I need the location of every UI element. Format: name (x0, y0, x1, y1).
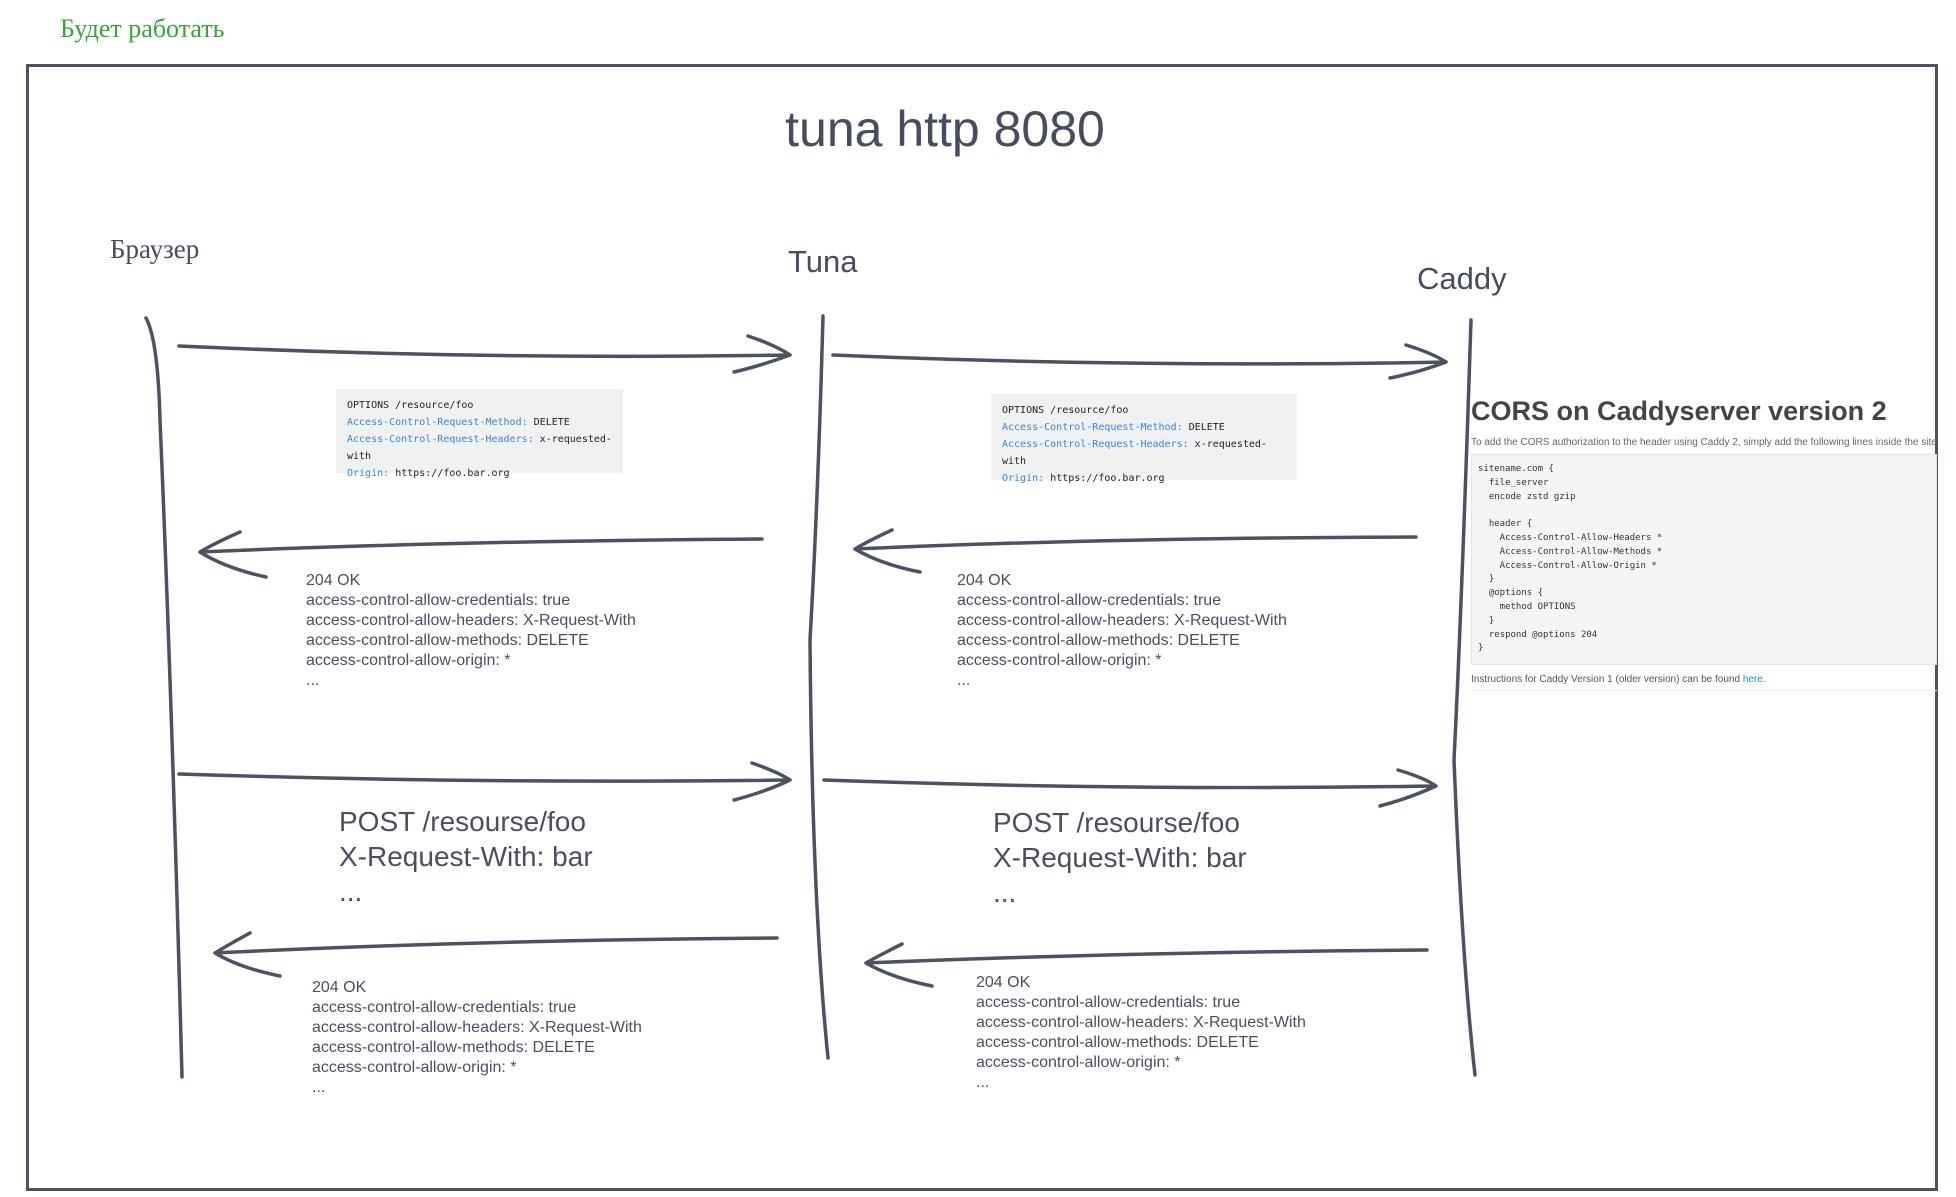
arrow-tuna-to-browser-response (213, 931, 779, 978)
cors-heading: CORS on Caddyserver version 2 (1471, 396, 1887, 426)
arrow-tuna-to-caddy-options (831, 343, 1448, 380)
cors-footer: Instructions for Caddy Version 1 (older … (1471, 674, 1937, 692)
response-text-1: 204 OK access-control-allow-credentials:… (306, 572, 636, 689)
header-value: DELETE (1188, 422, 1225, 433)
note-label: Будет работать (60, 14, 225, 43)
arrow-caddy-to-tuna-response (864, 942, 1429, 988)
options-request-box-2: OPTIONS /resource/foo Access-Control-Req… (991, 394, 1297, 484)
header-value: https://foo.bar.org (1050, 473, 1165, 484)
arrow-caddy-to-tuna-204 (853, 528, 1418, 574)
response-text-4: 204 OK access-control-allow-credentials:… (976, 974, 1306, 1091)
header-key: Origin: (1002, 473, 1045, 484)
actor-caddy: Caddy (1417, 261, 1507, 296)
frame-title: tuna http 8080 (785, 101, 1105, 157)
header-key: Access-Control-Request-Method: (347, 417, 528, 428)
cors-doc-panel: CORS on Caddyserver version 2 To add the… (1471, 396, 1937, 692)
header-key: Access-Control-Request-Method: (1002, 422, 1183, 433)
here-link[interactable]: here (1742, 674, 1763, 686)
caddy-config-code: sitename.com { file_server encode zstd g… (1471, 454, 1937, 666)
header-key: Origin: (347, 468, 390, 479)
actor-tuna: Tuna (788, 244, 858, 279)
footer-text: Instructions for Caddy Version 1 (older … (1471, 674, 1743, 686)
header-value: x-requested-with (347, 434, 612, 462)
header-key: Access-Control-Request-Headers: (1002, 439, 1189, 450)
footer-end: . (1762, 674, 1766, 686)
response-text-2: 204 OK access-control-allow-credentials:… (957, 572, 1287, 689)
lifeline-tuna (808, 314, 830, 1060)
header-value: https://foo.bar.org (395, 468, 510, 479)
actor-browser: Браузер (110, 234, 200, 264)
request-line: OPTIONS /resource/foo (347, 400, 474, 411)
post-request-text-2: POST /resourse/foo X-Request-With: bar .… (993, 807, 1247, 908)
header-value: DELETE (533, 417, 570, 428)
arrow-browser-to-tuna-options (177, 334, 792, 374)
cors-description: To add the CORS authorization to the hea… (1471, 437, 1937, 448)
response-text-3: 204 OK access-control-allow-credentials:… (312, 979, 642, 1096)
post-request-text-1: POST /resourse/foo X-Request-With: bar .… (339, 806, 593, 907)
lifeline-caddy (1452, 318, 1477, 1077)
header-key: Access-Control-Request-Headers: (347, 434, 534, 445)
arrow-browser-to-tuna-post (177, 761, 792, 802)
arrow-tuna-to-browser-204 (198, 530, 764, 579)
options-request-box-1: OPTIONS /resource/foo Access-Control-Req… (336, 389, 623, 479)
header-value: x-requested-with (1002, 439, 1267, 467)
arrow-tuna-to-caddy-post (822, 768, 1438, 808)
request-line: OPTIONS /resource/foo (1002, 405, 1129, 416)
lifeline-browser (144, 316, 184, 1079)
